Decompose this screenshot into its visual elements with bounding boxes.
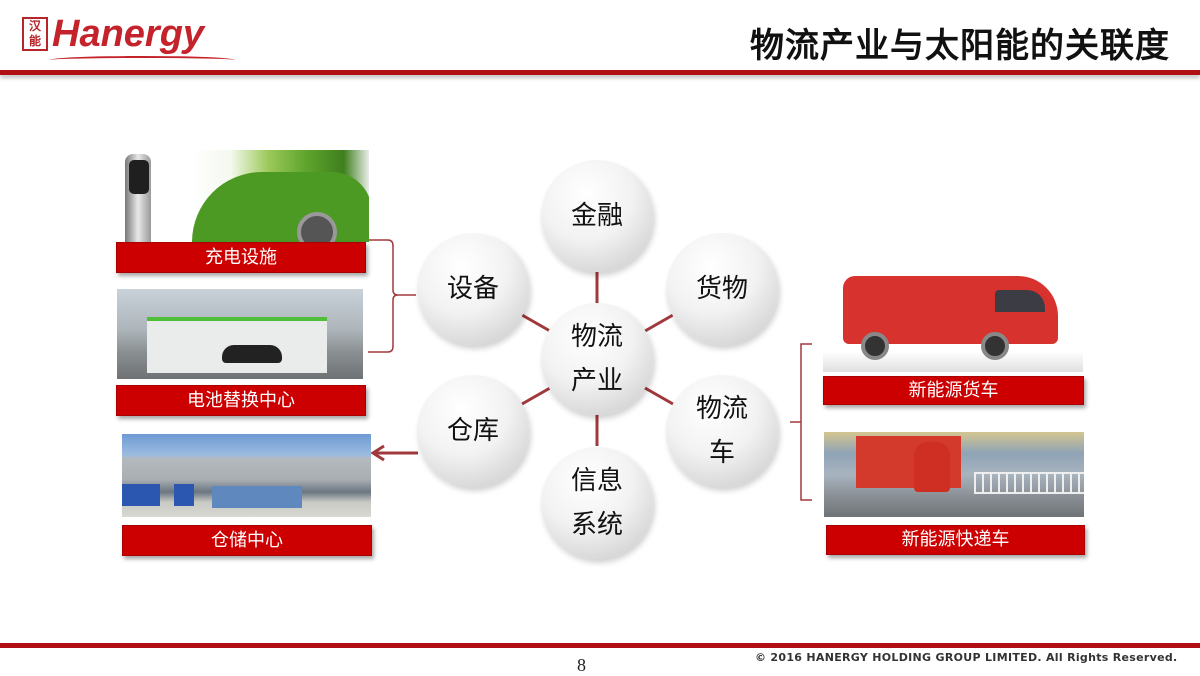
railing-icon bbox=[974, 472, 1084, 494]
charger-screen-icon bbox=[129, 160, 149, 194]
node-warehouse: 仓库 bbox=[417, 375, 529, 487]
dock-door-icon bbox=[174, 484, 194, 506]
label-charging-facility: 充电设施 bbox=[116, 242, 366, 273]
wheel-icon bbox=[297, 212, 337, 242]
hanergy-logo: 汉能 Hanergy bbox=[22, 12, 235, 58]
van-windshield-icon bbox=[995, 290, 1045, 312]
label-text: 仓储中心 bbox=[211, 530, 283, 551]
warehouse-photo bbox=[122, 434, 371, 517]
dock-door-icon bbox=[122, 484, 142, 506]
logo-wordmark: Hanergy bbox=[52, 13, 205, 55]
ev-charger-photo bbox=[117, 150, 369, 242]
slide-title: 物流产业与太阳能的关联度 bbox=[750, 26, 1170, 66]
node-text: 物流 bbox=[695, 394, 748, 424]
wheel-icon bbox=[981, 332, 1009, 360]
page-number: 8 bbox=[577, 655, 586, 675]
label-text: 充电设施 bbox=[205, 247, 277, 268]
node-text: 信息 bbox=[570, 466, 623, 496]
node-text: 系统 bbox=[570, 510, 623, 540]
node-text: 物流 bbox=[570, 322, 623, 352]
label-new-energy-express-vehicle: 新能源快递车 bbox=[826, 525, 1085, 555]
footer-divider bbox=[0, 643, 1200, 648]
spoke-vehicle bbox=[644, 386, 674, 406]
node-text: 产业 bbox=[570, 366, 623, 396]
node-text: 仓库 bbox=[446, 416, 499, 446]
copyright-text: © 2016 HANERGY HOLDING GROUP LIMITED. Al… bbox=[755, 651, 1178, 664]
node-finance: 金融 bbox=[541, 160, 653, 272]
dock-door-icon bbox=[140, 484, 160, 506]
truck-icon bbox=[212, 486, 302, 508]
node-equipment: 设备 bbox=[417, 233, 529, 345]
node-text: 金融 bbox=[570, 201, 623, 231]
station-car-icon bbox=[222, 345, 282, 363]
battery-swap-photo bbox=[117, 289, 363, 379]
node-text: 货物 bbox=[695, 274, 748, 304]
node-center-logistics-industry: 物流 产业 bbox=[541, 303, 653, 415]
label-battery-swap-center: 电池替换中心 bbox=[116, 385, 366, 416]
wheel-icon bbox=[861, 332, 889, 360]
logo-seal-icon: 汉能 bbox=[22, 17, 48, 51]
right-bracket bbox=[790, 343, 812, 501]
label-text: 电池替换中心 bbox=[187, 390, 295, 411]
express-tricycle-photo bbox=[824, 432, 1084, 517]
node-text: 车 bbox=[708, 438, 735, 468]
spoke-warehouse bbox=[521, 386, 551, 406]
logo-swoosh bbox=[50, 56, 235, 64]
rider-icon bbox=[914, 442, 950, 492]
spoke-equipment bbox=[521, 313, 551, 333]
label-warehouse-center: 仓储中心 bbox=[122, 525, 372, 556]
node-goods: 货物 bbox=[666, 233, 778, 345]
node-information-system: 信息 系统 bbox=[541, 447, 653, 559]
green-car-icon bbox=[192, 172, 369, 242]
node-text: 设备 bbox=[446, 274, 499, 304]
spoke-goods bbox=[644, 313, 674, 333]
delivery-van-photo bbox=[823, 268, 1083, 372]
left-bracket bbox=[368, 239, 416, 353]
label-new-energy-truck: 新能源货车 bbox=[823, 376, 1084, 405]
label-text: 新能源货车 bbox=[908, 380, 999, 401]
node-logistics-vehicle: 物流 车 bbox=[666, 375, 778, 487]
header-divider bbox=[0, 70, 1200, 75]
label-text: 新能源快递车 bbox=[901, 529, 1010, 550]
